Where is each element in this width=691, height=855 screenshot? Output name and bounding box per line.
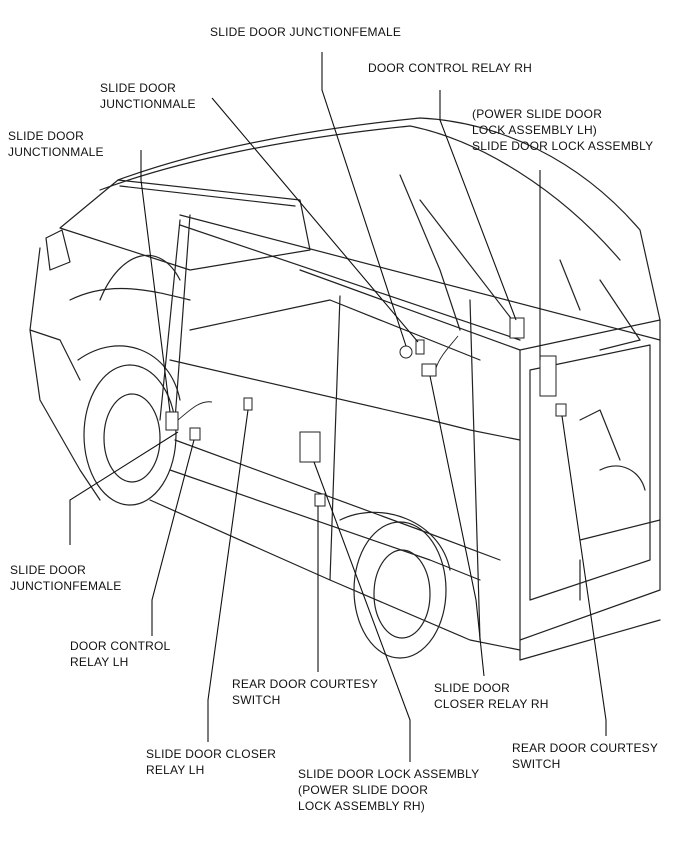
lock-rh-component: [299, 431, 321, 463]
label-door-control-relay-lh: DOOR CONTROL RELAY LH: [70, 638, 170, 670]
label-line: SLIDE DOOR JUNCTIONFEMALE: [210, 25, 402, 39]
label-line: JUNCTIONMALE: [8, 145, 104, 159]
leader-closer-relay-lh: [207, 409, 249, 742]
label-rear-door-courtesy-switch-right: REAR DOOR COURTESY SWITCH: [512, 740, 658, 772]
label-slide-door-lock-assembly-rh: SLIDE DOOR LOCK ASSEMBLY (POWER SLIDE DO…: [298, 766, 479, 814]
courtesy-switch-right-component: [555, 403, 567, 417]
roof-outline: [117, 117, 661, 321]
label-door-control-relay-rh: DOOR CONTROL RELAY RH: [368, 60, 532, 76]
label-slide-door-junction-male-left: SLIDE DOOR JUNCTIONMALE: [8, 128, 104, 160]
label-line: SLIDE DOOR LOCK ASSEMBLY: [298, 767, 480, 781]
leader-relay-rh: [439, 90, 517, 321]
windshield: [59, 179, 311, 271]
courtesy-switch-center-component: [314, 493, 326, 507]
label-line: (POWER SLIDE DOOR: [298, 783, 429, 797]
label-line: SLIDE DOOR: [434, 681, 511, 695]
label-slide-door-closer-relay-lh: SLIDE DOOR CLOSER RELAY LH: [146, 746, 276, 778]
label-line: SWITCH: [232, 693, 281, 707]
label-line: CLOSER RELAY RH: [434, 697, 549, 711]
label-line: SLIDE DOOR LOCK ASSEMBLY: [472, 139, 654, 153]
leader-closer-relay-rh: [429, 375, 485, 677]
label-line: JUNCTIONMALE: [100, 97, 196, 111]
label-slide-door-junction-male-mid: SLIDE DOOR JUNCTIONMALE: [100, 80, 196, 112]
leader-junction-male-mid: [211, 97, 419, 343]
relay-rh-component: [509, 317, 525, 339]
rear-wheel: [353, 521, 447, 659]
label-line: RELAY LH: [146, 763, 205, 777]
label-line: REAR DOOR COURTESY: [232, 677, 379, 691]
closer-relay-rh-component: [421, 363, 437, 377]
rear-door: [519, 319, 661, 641]
label-slide-door-junction-female-left: SLIDE DOOR JUNCTIONFEMALE: [10, 562, 121, 594]
junction-female-top-component: [399, 345, 413, 359]
label-line: SLIDE DOOR: [100, 81, 177, 95]
lock-lh-component: [539, 355, 557, 397]
junction-male-mid-component: [415, 339, 425, 355]
leader-junction-female-top: [321, 52, 407, 347]
leader-junction-male-left: [140, 150, 171, 413]
label-line: DOOR CONTROL RELAY RH: [368, 61, 533, 75]
relay-lh-component: [165, 411, 179, 431]
label-slide-door-closer-relay-rh: SLIDE DOOR CLOSER RELAY RH: [434, 680, 549, 712]
label-line: SLIDE DOOR: [8, 129, 85, 143]
label-line: LOCK ASSEMBLY LH): [472, 123, 598, 137]
closer-relay-lh-component: [189, 427, 201, 441]
front-body: [29, 247, 101, 501]
label-rear-door-courtesy-switch-center: REAR DOOR COURTESY SWITCH: [232, 676, 378, 708]
label-line: JUNCTIONFEMALE: [10, 579, 122, 593]
label-line: SLIDE DOOR: [10, 563, 87, 577]
label-line: RELAY LH: [70, 655, 129, 669]
label-slide-door-junction-female-top: SLIDE DOOR JUNCTIONFEMALE: [210, 24, 401, 40]
leader-junction-female-left: [69, 431, 179, 545]
front-wheel: [83, 364, 177, 506]
side-body: [169, 359, 521, 441]
label-line: SLIDE DOOR CLOSER: [146, 747, 277, 761]
label-line: DOOR CONTROL: [70, 639, 171, 653]
leader-relay-lh: [151, 439, 195, 636]
junction-left-component: [243, 397, 253, 411]
leader-lock-rh: [313, 461, 411, 762]
label-slide-door-lock-assembly-lh: (POWER SLIDE DOOR LOCK ASSEMBLY LH) SLID…: [472, 106, 653, 154]
label-line: LOCK ASSEMBLY RH): [298, 799, 425, 813]
leader-courtesy-right: [561, 415, 607, 736]
label-line: SWITCH: [512, 757, 561, 771]
label-line: (POWER SLIDE DOOR: [472, 107, 603, 121]
label-line: REAR DOOR COURTESY: [512, 741, 659, 755]
